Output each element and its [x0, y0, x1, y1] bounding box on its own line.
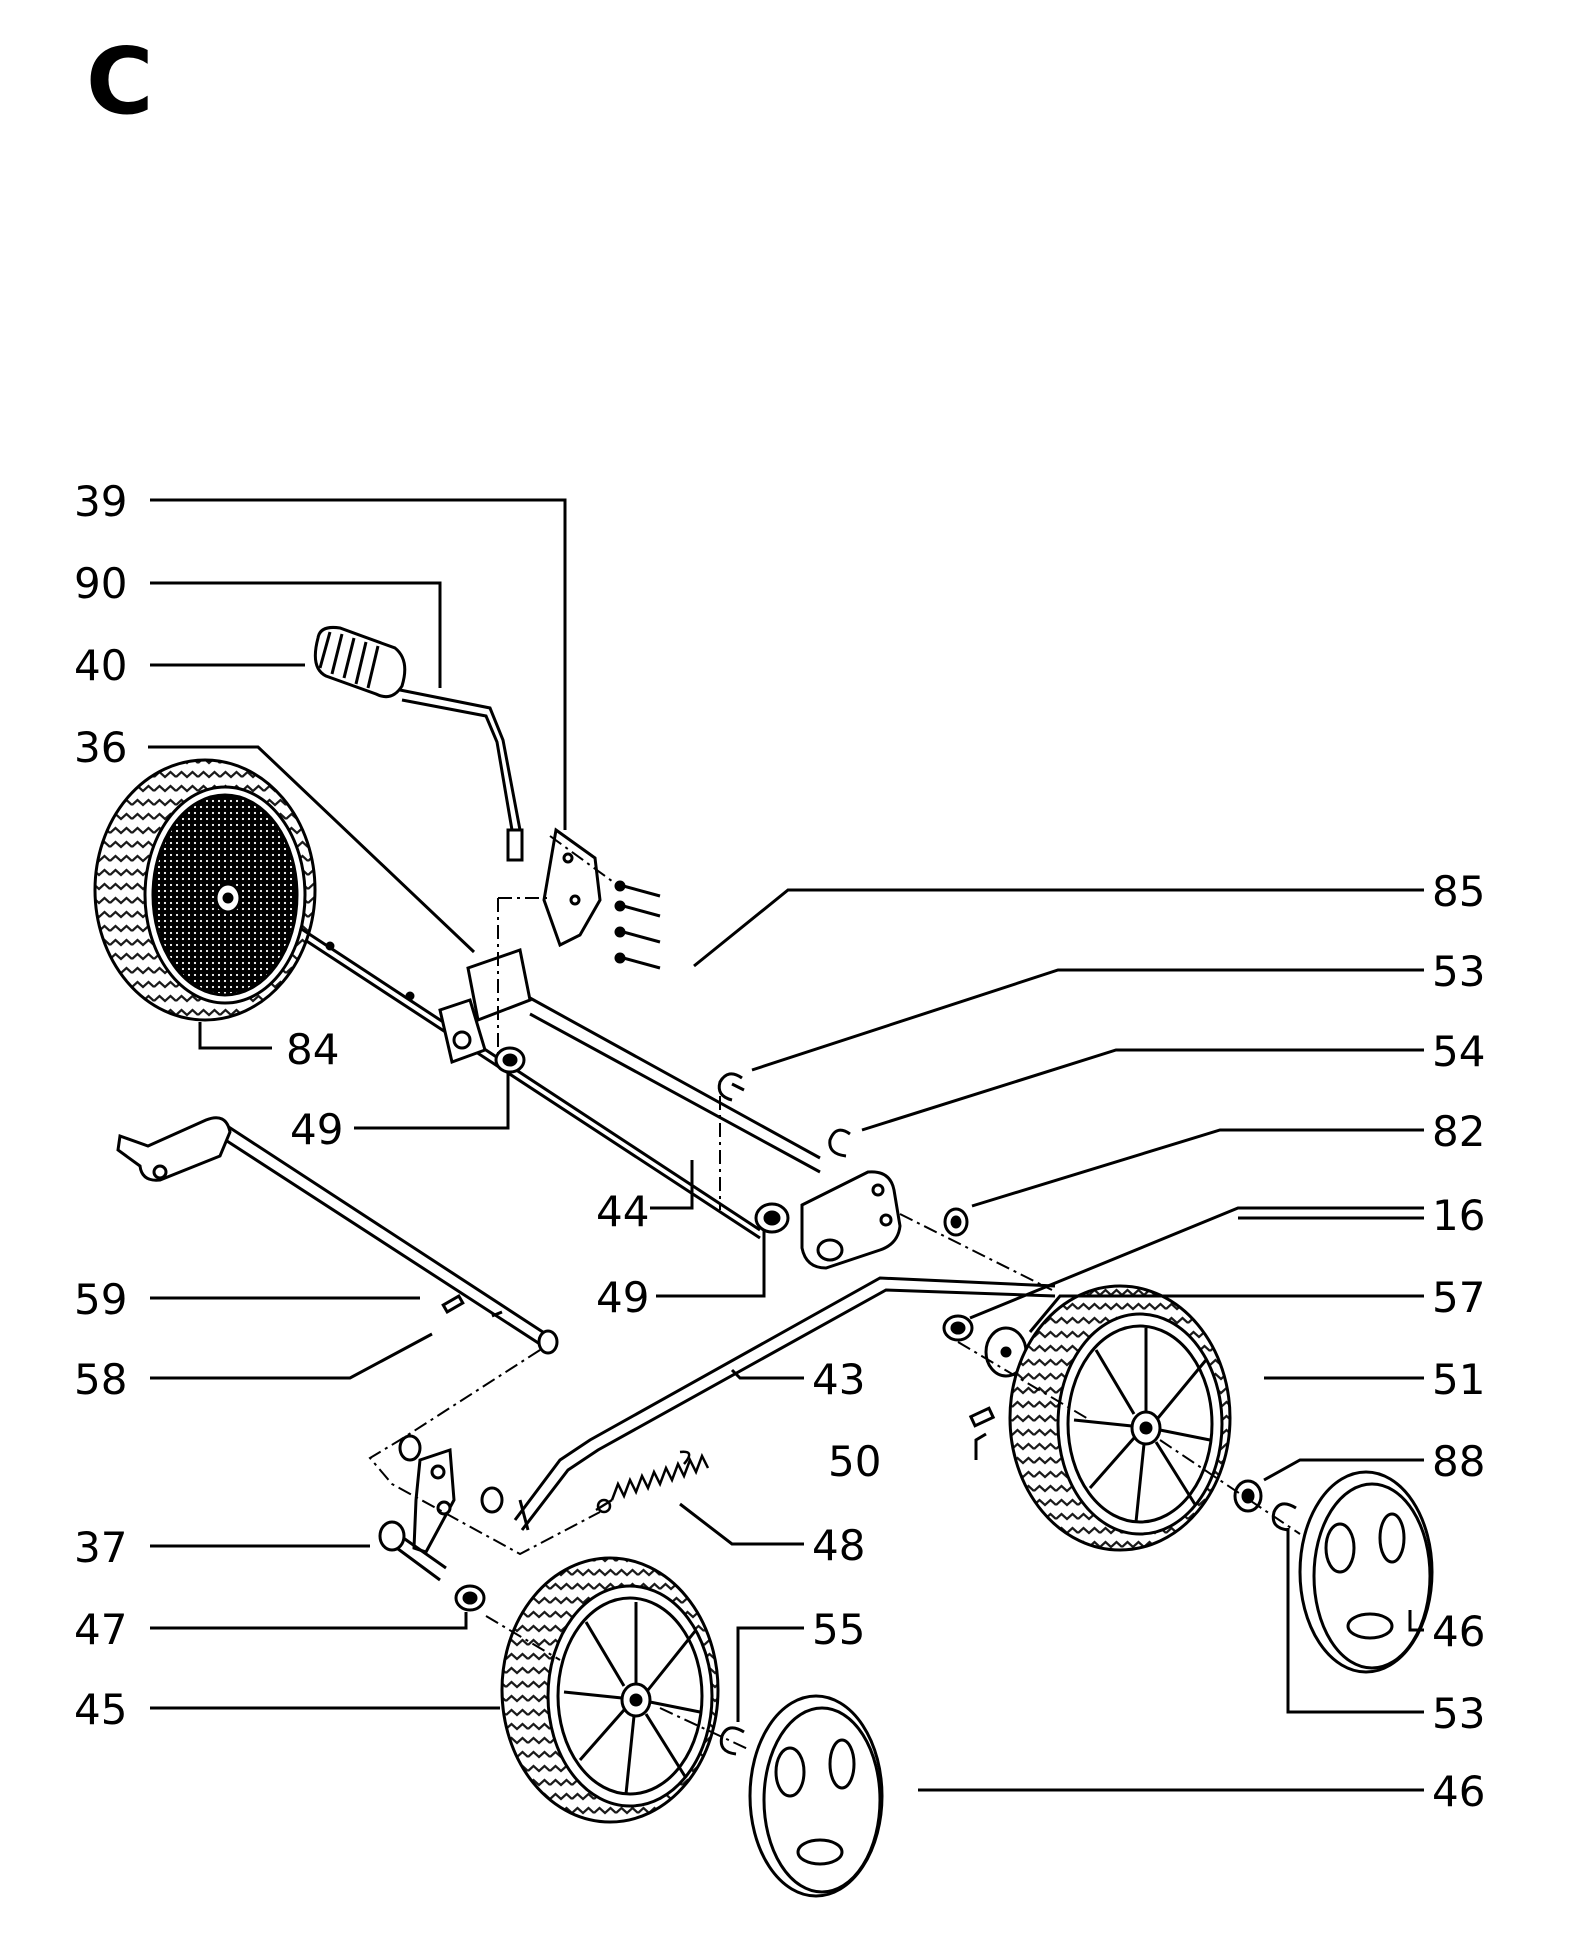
- spring: [595, 1450, 710, 1514]
- bushing-49-lower: [754, 1202, 790, 1234]
- clip-55: [719, 1726, 745, 1756]
- callout-50: 50: [828, 1437, 881, 1486]
- assembly-centerlines: [368, 835, 1301, 1751]
- callout-36: 36: [74, 723, 127, 772]
- callout-46-bottom: 46: [1432, 1767, 1485, 1816]
- frame-bar: [529, 996, 821, 1174]
- clip-53-upper: [717, 1072, 745, 1102]
- callout-47: 47: [74, 1605, 127, 1654]
- callout-labels-middle: 43 50 48 55: [812, 1355, 881, 1654]
- callout-43: 43: [812, 1355, 865, 1404]
- callout-46-right: 46: [1432, 1607, 1485, 1656]
- rear-axle: [299, 926, 761, 1240]
- callout-37: 37: [74, 1523, 127, 1572]
- callout-84: 84: [286, 1025, 339, 1074]
- front-wheel: [500, 1556, 720, 1824]
- callout-54: 54: [1432, 1027, 1485, 1076]
- leader-lines: [148, 498, 1424, 1792]
- callout-53-upper: 53: [1432, 947, 1485, 996]
- callout-58: 58: [74, 1355, 127, 1404]
- callout-45: 45: [74, 1685, 127, 1734]
- callout-82: 82: [1432, 1107, 1485, 1156]
- pin-58: [441, 1293, 465, 1315]
- right-side-plate: [800, 1170, 902, 1270]
- lever-knob: [313, 626, 407, 699]
- rear-bracket: [438, 948, 532, 1064]
- right-wheel: [1008, 1284, 1232, 1552]
- callout-labels-right: 85 53 54 82 16 57 51 88 46 53 46: [1432, 867, 1485, 1816]
- front-axle: [116, 1116, 559, 1355]
- callout-16: 16: [1432, 1191, 1485, 1240]
- clip-53-lower: [1271, 1502, 1297, 1532]
- adjuster-bolts: [614, 880, 661, 970]
- callout-39: 39: [74, 477, 127, 526]
- hubcap-bottom: [748, 1694, 884, 1898]
- clip-54: [828, 1128, 851, 1158]
- link-rod: [513, 1276, 1056, 1531]
- callout-51: 51: [1432, 1355, 1485, 1404]
- callout-40: 40: [74, 641, 127, 690]
- callout-49-lower: 49: [596, 1273, 649, 1322]
- adjuster-plate: [542, 827, 602, 948]
- rear-left-wheel: [93, 758, 317, 1022]
- callout-44: 44: [596, 1187, 649, 1236]
- bushing-47: [454, 1584, 486, 1612]
- callout-labels-left: 39 90 40 36 84 49 44 49 59 58 37 47 45: [74, 477, 649, 1734]
- callout-49-upper: 49: [290, 1105, 343, 1154]
- section-letter: C: [86, 28, 154, 135]
- callout-59: 59: [74, 1275, 127, 1324]
- callout-48: 48: [812, 1521, 865, 1570]
- nut-16: [942, 1314, 974, 1342]
- washer-88: [1233, 1479, 1263, 1513]
- key-50: [968, 1406, 996, 1428]
- callout-53-lower: 53: [1432, 1689, 1485, 1738]
- callout-55: 55: [812, 1605, 865, 1654]
- callout-57: 57: [1432, 1273, 1485, 1322]
- washer-82: [943, 1207, 969, 1237]
- callout-88: 88: [1432, 1437, 1485, 1486]
- callout-85: 85: [1432, 867, 1485, 916]
- bushing-49-upper: [494, 1046, 526, 1074]
- front-bracket: [378, 1434, 504, 1582]
- height-adjust-lever: [399, 688, 524, 862]
- callout-90: 90: [74, 559, 127, 608]
- hubcap-right: [1298, 1470, 1434, 1674]
